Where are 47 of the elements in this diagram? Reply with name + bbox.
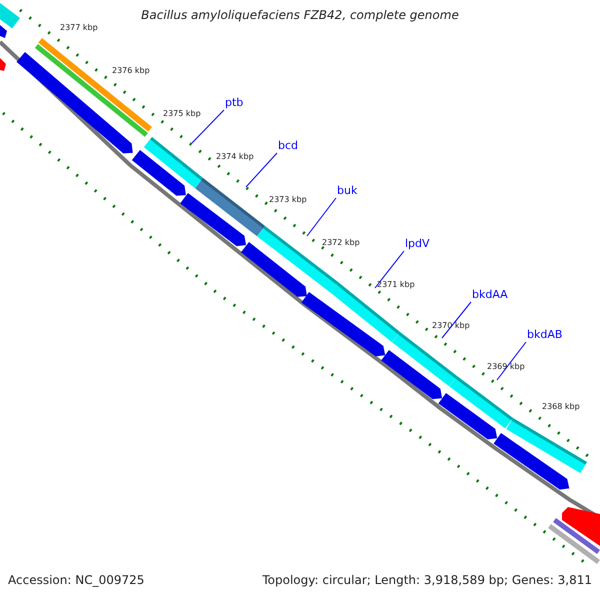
gene-bar [195,178,265,236]
gene-bar [34,44,148,137]
gene-bar [0,0,20,28]
position-label: 2369 kbp [487,363,525,371]
leader-line [374,250,404,288]
gene-label: ptb [225,96,244,110]
gene-bar [392,332,457,386]
gene-bar [562,507,600,546]
leader-line [306,198,336,236]
gene-bar [240,242,307,297]
position-label: 2375 kbp [163,110,201,118]
position-label: 2374 kbp [216,153,254,161]
accession-text: Accession: NC_009725 [8,574,144,586]
leader-line [246,152,278,188]
gene-bar [381,350,442,400]
gene-label: bkdAA [472,288,508,302]
position-label: 2368 kbp [542,403,580,411]
gene-label: bcd [278,139,298,153]
leader-line [496,342,526,380]
position-label: 2370 kbp [432,322,470,330]
position-label: 2377 kbp [60,24,98,32]
gene-bar [0,58,6,71]
gene-bar [0,25,7,38]
position-label: 2373 kbp [269,196,307,204]
gene-bar [330,282,400,342]
gene-bar [548,524,600,564]
title: Bacillus amyloliquefaciens FZB42, complete genome [140,9,460,21]
leader-line [192,110,224,144]
gene-bar [553,518,600,554]
gene-bar [449,376,513,428]
gene-bar [438,393,498,440]
position-label: 2371 kbp [377,281,415,289]
gene-bar [16,52,133,154]
gene-label: buk [337,184,358,198]
gene-bar [132,150,186,196]
gene-bar [38,38,152,132]
genome-info-text: Topology: circular; Length: 3,918,589 bp; Genes: 3,811 [262,574,592,586]
gene-bar [494,433,570,490]
leader-line [442,302,472,338]
gene-bar [506,418,587,474]
gene-label: bkdAB [527,328,562,342]
gene-bar [301,292,386,356]
position-label: 2372 kbp [322,239,360,247]
gene-bar [180,193,246,246]
position-label: 2376 kbp [112,67,150,75]
gene-label: lpdV [405,237,430,251]
gene-bar [144,137,203,188]
